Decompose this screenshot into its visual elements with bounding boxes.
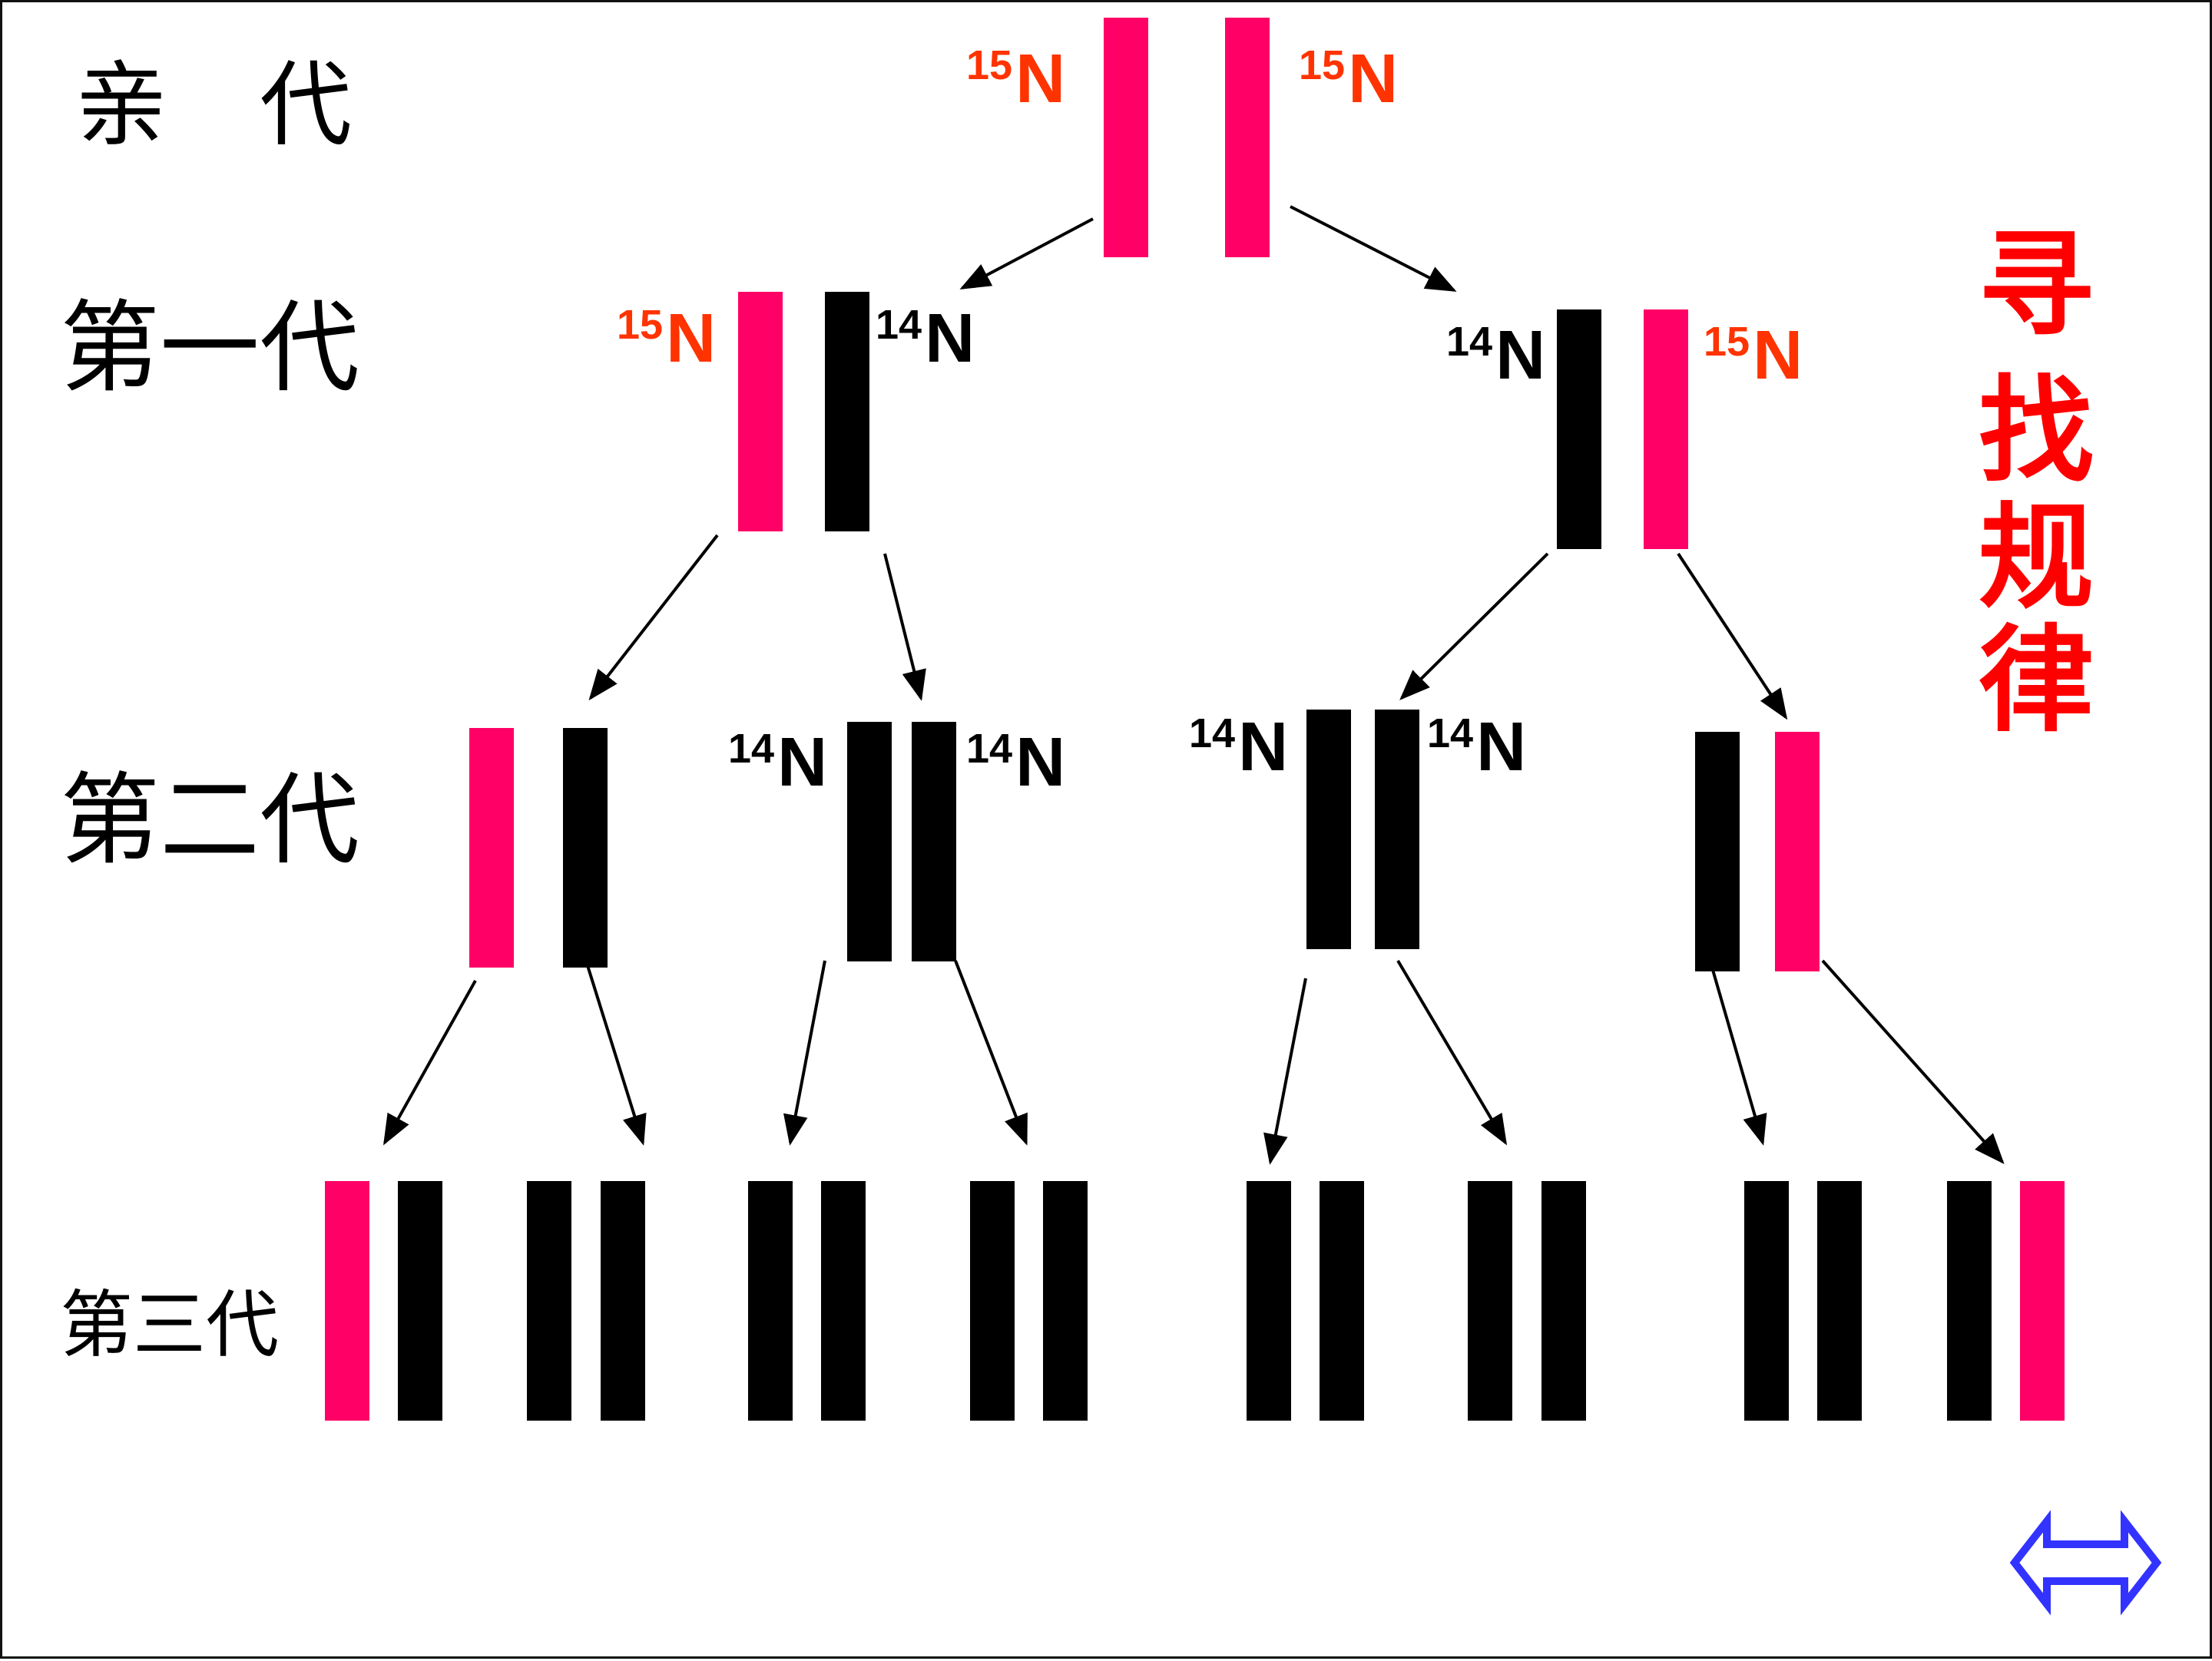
strand-n14 xyxy=(1947,1181,1992,1421)
strand-n15 xyxy=(1225,18,1270,257)
strand-n14 xyxy=(1695,732,1740,971)
replication-arrow xyxy=(1821,959,2005,1164)
strand-n14 xyxy=(1320,1181,1364,1421)
title-char: 找 xyxy=(1979,365,2094,498)
isotope-label-n15: 15N xyxy=(617,300,716,377)
isotope-label-n14: 14N xyxy=(728,724,827,801)
label-third-generation: 第三代 xyxy=(60,1283,279,1368)
replication-arrow xyxy=(588,534,719,701)
strand-n14 xyxy=(970,1181,1015,1421)
strand-n14 xyxy=(1375,710,1419,949)
strand-n14 xyxy=(748,1181,793,1421)
strand-n14 xyxy=(563,728,608,968)
replication-arrow xyxy=(383,980,477,1146)
strand-n14 xyxy=(398,1181,442,1421)
replication-arrow xyxy=(883,553,926,701)
replication-arrow xyxy=(1263,978,1307,1165)
strand-n14 xyxy=(1306,710,1351,949)
isotope-label-n14: 14N xyxy=(876,300,975,377)
strand-n15 xyxy=(1104,18,1148,257)
replication-arrow xyxy=(783,960,826,1146)
isotope-labels: 15N 15N 15N 14N 14N 15N 14N 14N 14N 14N xyxy=(617,41,1803,801)
replication-arrows xyxy=(383,205,2005,1165)
strand-n14 xyxy=(1557,309,1601,549)
replication-arrow xyxy=(584,960,647,1146)
dna-strands xyxy=(325,18,2065,1421)
strand-n14 xyxy=(847,722,892,961)
strand-n15 xyxy=(1775,732,1820,971)
replication-arrow xyxy=(1396,959,1508,1146)
strand-n14 xyxy=(527,1181,571,1421)
isotope-label-n14: 14N xyxy=(1446,317,1545,394)
strand-n14 xyxy=(1468,1181,1512,1421)
isotope-label-n14: 14N xyxy=(966,724,1065,801)
isotope-label-n14: 14N xyxy=(1189,709,1288,786)
double-arrow-icon xyxy=(2009,1510,2162,1616)
replication-arrow xyxy=(954,960,1028,1146)
strand-n14 xyxy=(1744,1181,1789,1421)
label-parent-generation: 亲 代 xyxy=(75,52,352,159)
strand-n14 xyxy=(912,722,956,961)
strand-n14 xyxy=(1817,1181,1862,1421)
replication-arrow xyxy=(959,217,1094,290)
replication-arrow xyxy=(1290,205,1457,292)
strand-n14 xyxy=(1541,1181,1586,1421)
replication-arrow xyxy=(1711,969,1767,1146)
strand-n15 xyxy=(325,1181,369,1421)
isotope-label-n15: 15N xyxy=(1299,41,1398,117)
strand-n15 xyxy=(469,728,514,968)
strand-n14 xyxy=(601,1181,645,1421)
strand-n14 xyxy=(821,1181,866,1421)
isotope-label-n15: 15N xyxy=(1704,317,1803,394)
isotope-label-n14: 14N xyxy=(1427,709,1526,786)
title-char: 寻 xyxy=(1979,219,2094,352)
replication-arrow xyxy=(1399,552,1549,700)
strand-n14 xyxy=(1043,1181,1088,1421)
strand-n14 xyxy=(1247,1181,1291,1421)
label-second-generation: 第二代 xyxy=(60,762,359,878)
isotope-label-n15: 15N xyxy=(966,41,1065,117)
nav-button[interactable] xyxy=(2009,1510,2162,1616)
label-first-generation: 第一代 xyxy=(60,290,359,406)
title-char: 律 xyxy=(1979,614,2094,748)
replication-arrow xyxy=(1677,552,1788,720)
title-char: 规 xyxy=(1979,491,2094,625)
strand-n15 xyxy=(1644,309,1688,549)
strand-n14 xyxy=(825,292,869,531)
strand-n15 xyxy=(738,292,783,531)
strand-n15 xyxy=(2020,1181,2065,1421)
